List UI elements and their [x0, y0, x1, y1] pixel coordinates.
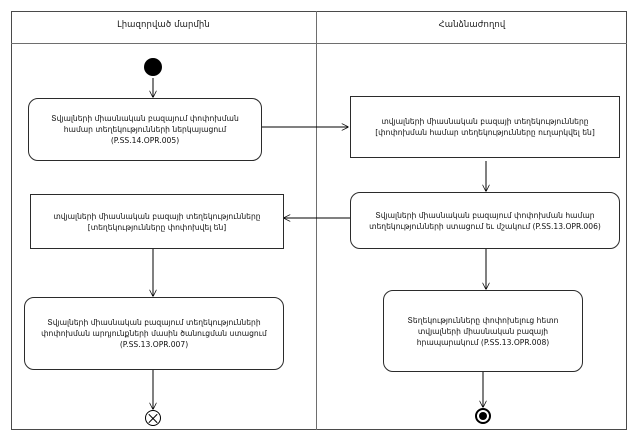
- action-node-opr-006-label: Տվյալների միասնական բազայում փոփոխման հա…: [369, 210, 601, 231]
- initial-node[interactable]: [144, 58, 162, 76]
- object-node-information-changed[interactable]: տվյալների միասնական բազայի տեղեկությունն…: [30, 194, 284, 249]
- lane-header-separator: [11, 43, 627, 44]
- flow-final-node[interactable]: [145, 410, 161, 426]
- object-node-information-sent-label: տվյալների միասնական բազայի տեղեկությունն…: [375, 117, 595, 137]
- action-node-opr-007-label: Տվյալների միասնական բազայում տեղեկությու…: [41, 318, 267, 349]
- activity-final-node[interactable]: [475, 408, 491, 424]
- lane-header-authorized-body: Լիազորված մարմին: [117, 20, 210, 30]
- lane-header-commission: Հանձնաժողով: [438, 20, 506, 30]
- action-node-opr-005[interactable]: Տվյալների միասնական բազայում փոփոխման հա…: [28, 98, 262, 161]
- object-node-information-changed-label: տվյալների միասնական բազայի տեղեկությունն…: [53, 211, 261, 232]
- action-node-opr-005-label: Տվյալների միասնական բազայում փոփոխման հա…: [51, 114, 239, 145]
- action-node-opr-007[interactable]: Տվյալների միասնական բազայում տեղեկությու…: [24, 297, 284, 370]
- action-node-opr-006[interactable]: Տվյալների միասնական բազայում փոփոխման հա…: [350, 192, 620, 249]
- lane-divider: [316, 11, 317, 430]
- activity-final-inner-dot: [479, 412, 487, 420]
- object-node-information-sent[interactable]: տվյալների միասնական բազայի տեղեկությունն…: [350, 96, 620, 158]
- action-node-opr-008[interactable]: Տեղեկությունները փոփոխելուց հետո տվյալնե…: [383, 290, 583, 372]
- action-node-opr-008-label: Տեղեկությունները փոփոխելուց հետո տվյալնե…: [407, 315, 559, 347]
